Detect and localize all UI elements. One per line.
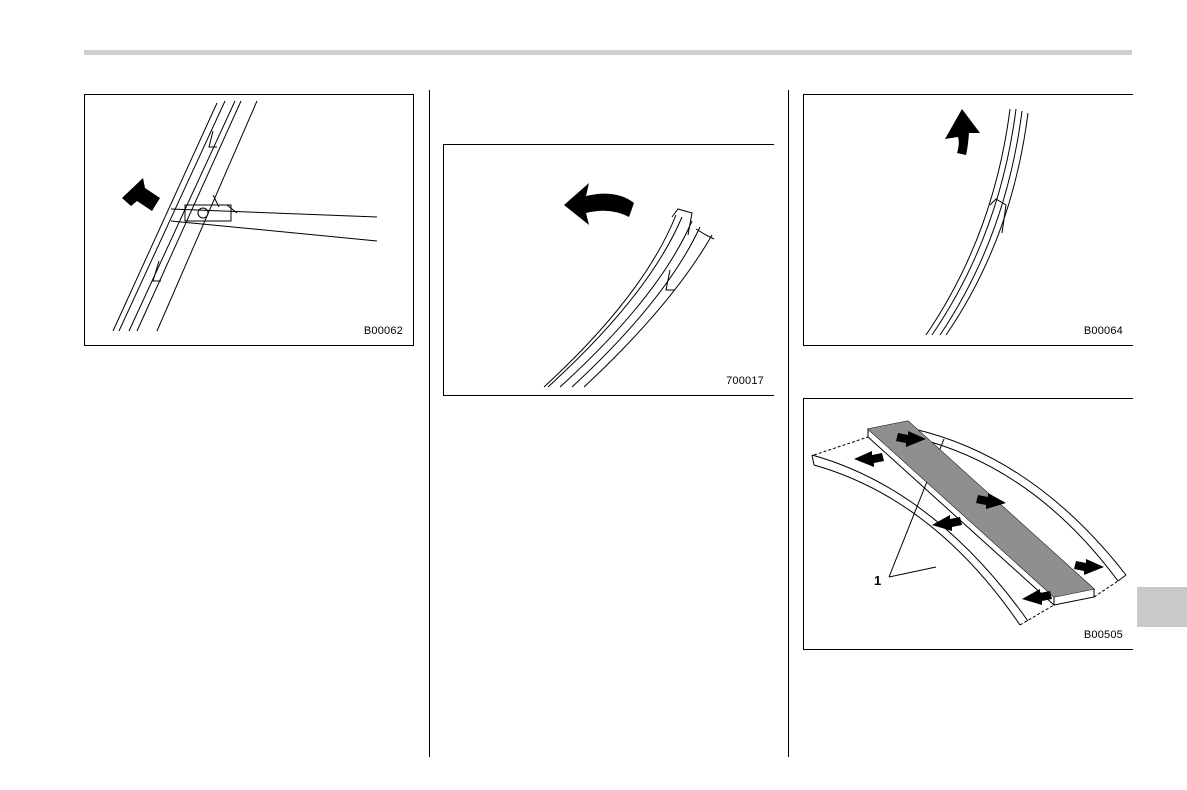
column-divider-left — [429, 90, 430, 757]
figure-wiper-blade-removal: 700017 — [443, 144, 774, 396]
figure-code: B00064 — [1084, 325, 1123, 337]
header-rule — [84, 50, 1132, 55]
wiper-rubber-insert-diagram-icon — [804, 399, 1133, 649]
figure-code: B00062 — [364, 325, 403, 337]
section-thumb-tab — [1137, 587, 1187, 627]
figure-wiper-arm-release: B00062 — [84, 94, 414, 346]
wiper-blade-removal-diagram-icon — [444, 145, 774, 395]
wiper-blade-slide-out-diagram-icon — [804, 95, 1133, 345]
column-divider-right — [788, 90, 789, 757]
figure-code: B00505 — [1084, 629, 1123, 641]
wiper-arm-release-diagram-icon — [85, 95, 413, 345]
figure-wiper-rubber-insert: 1 B00505 — [803, 398, 1133, 650]
callout-number: 1 — [874, 573, 881, 588]
figure-code: 700017 — [726, 375, 764, 387]
figure-wiper-blade-slide-out: B00064 — [803, 94, 1133, 346]
